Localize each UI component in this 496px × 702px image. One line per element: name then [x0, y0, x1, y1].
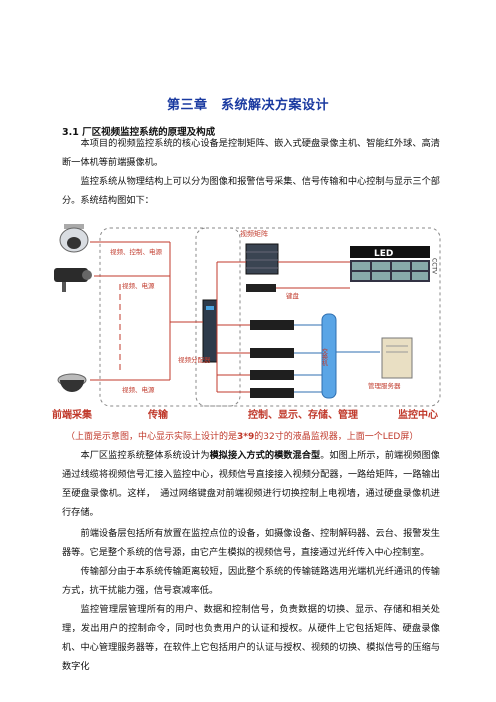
- caption-highlight: 3*9: [237, 432, 255, 442]
- link1-label: 视频、控制、电源: [110, 247, 163, 256]
- section-control: 控制、显示、存储、管理: [248, 408, 358, 421]
- center-box: [195, 227, 441, 407]
- dvr-icon-2: [250, 348, 294, 358]
- dvr-icons: [250, 320, 294, 398]
- section-front: 前端采集: [52, 408, 93, 421]
- keyboard-icon: [246, 284, 276, 292]
- bullet-camera-icon: [54, 268, 92, 292]
- section-title: 3.1 厂区视频监控系统的原理及构成: [62, 127, 216, 138]
- link3-label: 视频、电源: [122, 385, 155, 394]
- server-icon: [381, 337, 413, 379]
- keyboard-label: 键盘: [286, 291, 300, 300]
- switch-icon: [321, 313, 337, 399]
- diagram-caption: （上面是示意图，中心显示实际上设计的是3*9的32寸的液晶监视器，上面一个LED…: [62, 428, 440, 447]
- paragraph-management: 监控管理层管理所有的用户、数据和控制信号，负责数据的切换、显示、存储和相关处理，…: [62, 604, 440, 672]
- section-transmission: 传输: [147, 408, 169, 421]
- dome-camera-icon: [57, 373, 87, 392]
- ptz-camera-icon: [59, 224, 89, 253]
- paragraph-intro: 本项目的视频监控系统的核心设备是控制矩阵、嵌入式硬盘录像主机、智能红外球、高清断…: [62, 138, 440, 168]
- switch-label: 交换机: [321, 347, 328, 367]
- paragraph-structure: 监控系统从物理结构上可以分为图像和报警信号采集、信号传输和中心控制与显示三个部分…: [62, 176, 440, 206]
- video-matrix-icon: [245, 243, 279, 275]
- led-label: LED: [374, 249, 393, 259]
- led-wall-icon: [350, 246, 430, 282]
- system-structure-diagram: 视频、控制、电源 视频、电源 视频、电源 视频分配器 视频矩阵 键盘: [50, 222, 450, 422]
- caption-post: 的32寸的液晶监视器，上面一个LED屏）: [254, 432, 419, 442]
- link2-label: 视频、电源: [122, 281, 155, 290]
- cctv-label: CCTV: [431, 258, 438, 275]
- paragraph-transmission: 传输部分由于本系统传输距离较短，因此整个系统的传输链路选用光端机光纤通讯的传输方…: [62, 566, 440, 596]
- dvr-icon-3: [250, 370, 294, 380]
- section-center: 监控中心: [398, 408, 438, 421]
- para3-bold: 模拟接入方式的模数混合型: [209, 450, 321, 461]
- dvr-icon-1: [250, 320, 294, 330]
- transmission-box: [99, 227, 241, 407]
- para3-post: 。如图上所示，前端视频图像通过线缆将视频信号汇接入监控中心，视频信号直接接入视频…: [62, 450, 440, 518]
- mgmt-server-label: 管理服务器: [368, 381, 401, 390]
- video-distributor-icon: [202, 299, 218, 363]
- video-distributor-label: 视频分配器: [178, 355, 211, 364]
- paragraph-front-layer: 前端设备层包括所有放置在监控点位的设备，如摄像设备、控制解码器、云台、报警发生器…: [62, 528, 440, 558]
- caption-pre: （上面是示意图，中心显示实际上设计的是: [66, 432, 238, 442]
- para3-pre: 本厂区监控系统整体系统设计为: [80, 450, 210, 461]
- video-matrix-label: 视频矩阵: [240, 229, 268, 238]
- chapter-title: 第三章 系统解决方案设计: [166, 98, 329, 113]
- paragraph-design: 本厂区监控系统整体系统设计为模拟接入方式的模数混合型。如图上所示，前端视频图像通…: [62, 446, 440, 522]
- diagram-svg: 视频、控制、电源 视频、电源 视频、电源 视频分配器 视频矩阵 键盘: [52, 224, 441, 421]
- dvr-icon-4: [250, 388, 294, 398]
